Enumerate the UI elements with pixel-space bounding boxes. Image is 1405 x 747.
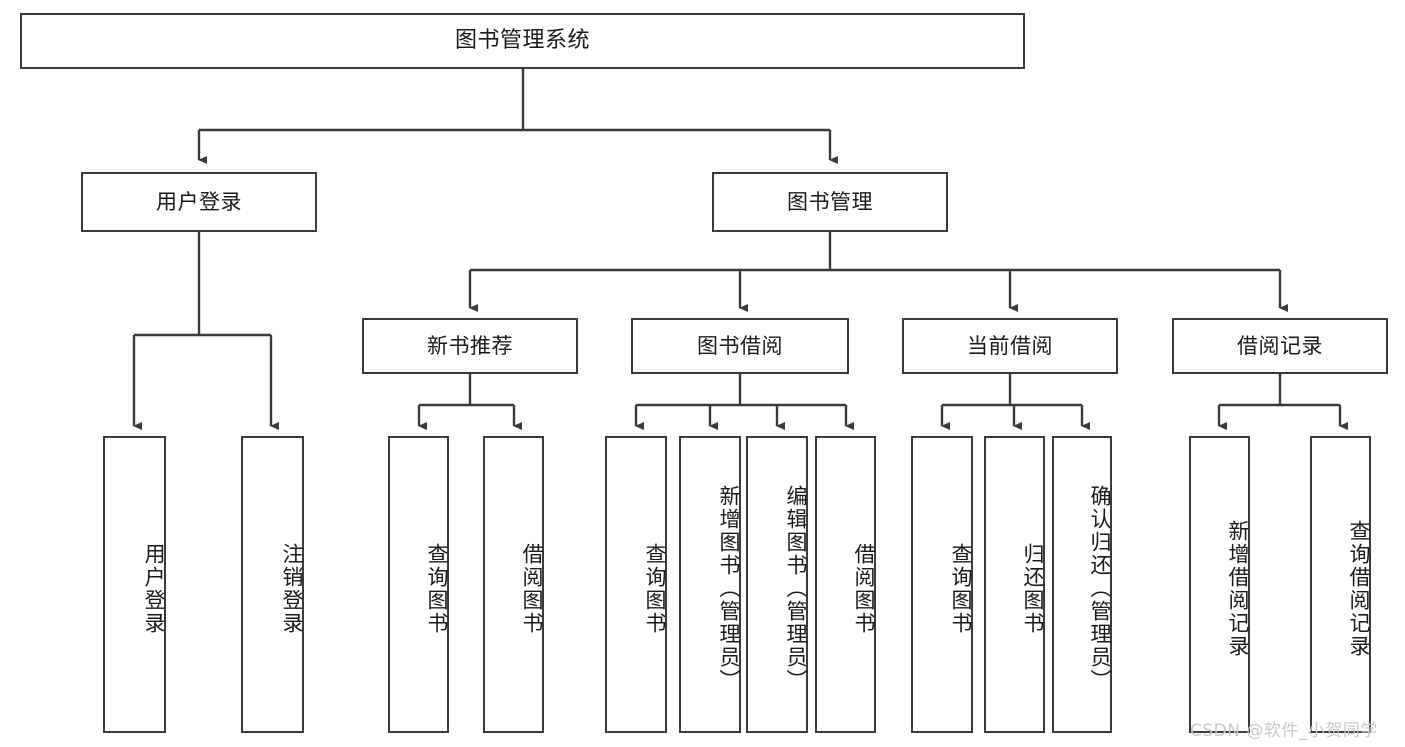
leaf-node-borrow-book[interactable]: 借阅图书: [815, 436, 876, 733]
node-book-management-label: 图书管理: [787, 189, 873, 214]
node-book-borrow[interactable]: 图书借阅: [631, 318, 849, 374]
leaf-node-logout[interactable]: 注销登录: [241, 436, 304, 733]
node-user-login[interactable]: 用户登录: [81, 172, 317, 232]
leaf-node-add-borrow-record[interactable]: 新增借阅记录: [1189, 436, 1250, 733]
leaf-node-query-book-current[interactable]: 查询图书: [911, 436, 973, 733]
csdn-watermark: CSDN @软件_小贺同学: [1190, 721, 1378, 741]
leaf-node-add-book-admin[interactable]: 新增图书（管理员）: [679, 436, 741, 733]
node-root-label: 图书管理系统: [454, 28, 590, 54]
node-borrow-record[interactable]: 借阅记录: [1172, 318, 1388, 374]
node-current-borrow[interactable]: 当前借阅: [902, 318, 1118, 374]
node-new-book-recommend-label: 新书推荐: [427, 333, 513, 358]
leaf-node-query-book-rec[interactable]: 查询图书: [388, 436, 449, 733]
leaf-node-query-borrow-record[interactable]: 查询借阅记录: [1310, 436, 1371, 733]
node-user-login-label: 用户登录: [156, 189, 242, 214]
node-borrow-record-label: 借阅记录: [1237, 333, 1323, 358]
leaf-node-edit-book-admin[interactable]: 编辑图书（管理员）: [746, 436, 808, 733]
leaf-node-query-book[interactable]: 查询图书: [605, 436, 667, 733]
node-book-management[interactable]: 图书管理: [712, 172, 948, 232]
leaf-node-borrow-book-rec[interactable]: 借阅图书: [483, 436, 544, 733]
node-new-book-recommend[interactable]: 新书推荐: [362, 318, 578, 374]
leaf-node-return-book[interactable]: 归还图书: [984, 436, 1045, 733]
node-current-borrow-label: 当前借阅: [967, 333, 1053, 358]
node-root[interactable]: 图书管理系统: [20, 13, 1025, 69]
node-book-borrow-label: 图书借阅: [697, 333, 783, 358]
leaf-node-confirm-return-admin[interactable]: 确认归还（管理员）: [1052, 436, 1112, 733]
leaf-node-user-login[interactable]: 用户登录: [103, 436, 166, 733]
